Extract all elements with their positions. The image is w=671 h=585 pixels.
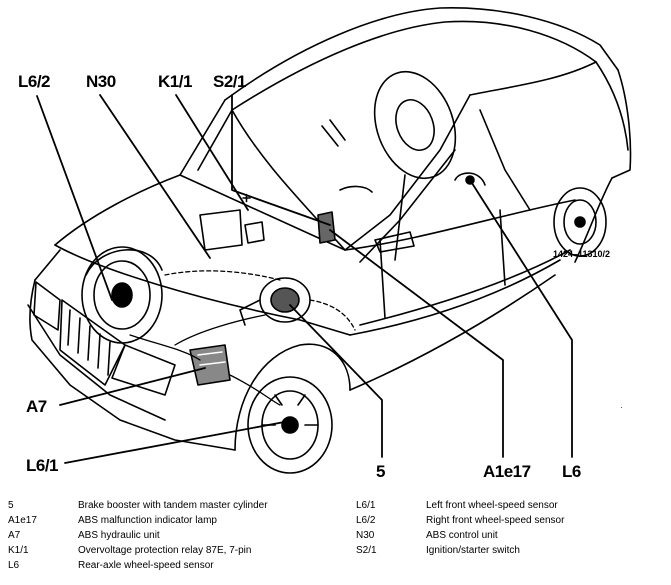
car-body xyxy=(27,7,632,451)
legend-code: L6/1 xyxy=(356,500,376,511)
callout-k1-1: K1/1 xyxy=(158,72,192,91)
legend-description: Brake booster with tandem master cylinde… xyxy=(78,500,268,511)
leader-l6-1 xyxy=(64,419,296,464)
legend-code: L6/2 xyxy=(356,515,376,526)
reference-code: 1424–11310/2 xyxy=(553,249,611,259)
legend-code: L6 xyxy=(8,560,20,571)
abs-component-diagram: · xyxy=(27,7,632,474)
leader-lines xyxy=(36,94,573,464)
legend-code: 5 xyxy=(8,500,14,511)
legend-description: ABS hydraulic unit xyxy=(78,530,160,541)
abs-hydraulic-unit xyxy=(189,344,231,386)
callout-s2-1: S2/1 xyxy=(213,72,246,91)
legend-code: A1e17 xyxy=(8,515,37,526)
legend-description: Rear-axle wheel-speed sensor xyxy=(78,560,214,571)
legend-description: Overvoltage protection relay 87E, 7-pin xyxy=(78,545,252,556)
indicator-lamp xyxy=(454,172,486,186)
callout-l6: L6 xyxy=(562,462,581,481)
legend-description: ABS control unit xyxy=(426,530,498,541)
legend-code: N30 xyxy=(356,530,375,541)
stray-mark: · xyxy=(620,403,623,412)
leader-l6-2 xyxy=(36,95,113,301)
leader-l6 xyxy=(469,179,573,458)
leader-a7 xyxy=(59,367,206,406)
callout-l6-2: L6/2 xyxy=(18,72,51,91)
legend-description: Right front wheel-speed sensor xyxy=(426,515,565,526)
rear-wheel xyxy=(553,187,607,257)
leader-s2-1 xyxy=(231,94,331,226)
callout-5: 5 xyxy=(376,462,385,481)
front-right-wheel xyxy=(81,246,163,344)
steering-wheel xyxy=(373,70,457,261)
legend-code: K1/1 xyxy=(8,545,29,556)
front-left-wheel xyxy=(247,376,333,474)
legend-description: ABS malfunction indicator lamp xyxy=(78,515,217,526)
callout-l6-1: L6/1 xyxy=(26,456,59,475)
leader-n30 xyxy=(99,94,211,259)
callout-n30: N30 xyxy=(86,72,116,91)
legend-code: A7 xyxy=(8,530,21,541)
battery-relay xyxy=(199,193,265,251)
callout-a1e17: A1e17 xyxy=(483,462,531,481)
abs-control-unit xyxy=(317,211,336,244)
legend-description: Left front wheel-speed sensor xyxy=(426,500,558,511)
brake-lines xyxy=(129,270,356,406)
legend-description: Ignition/starter switch xyxy=(426,545,520,556)
legend-code: S2/1 xyxy=(356,545,377,556)
leader-a1e17 xyxy=(329,229,504,458)
leader-5 xyxy=(289,304,383,458)
callout-a7: A7 xyxy=(26,397,47,416)
